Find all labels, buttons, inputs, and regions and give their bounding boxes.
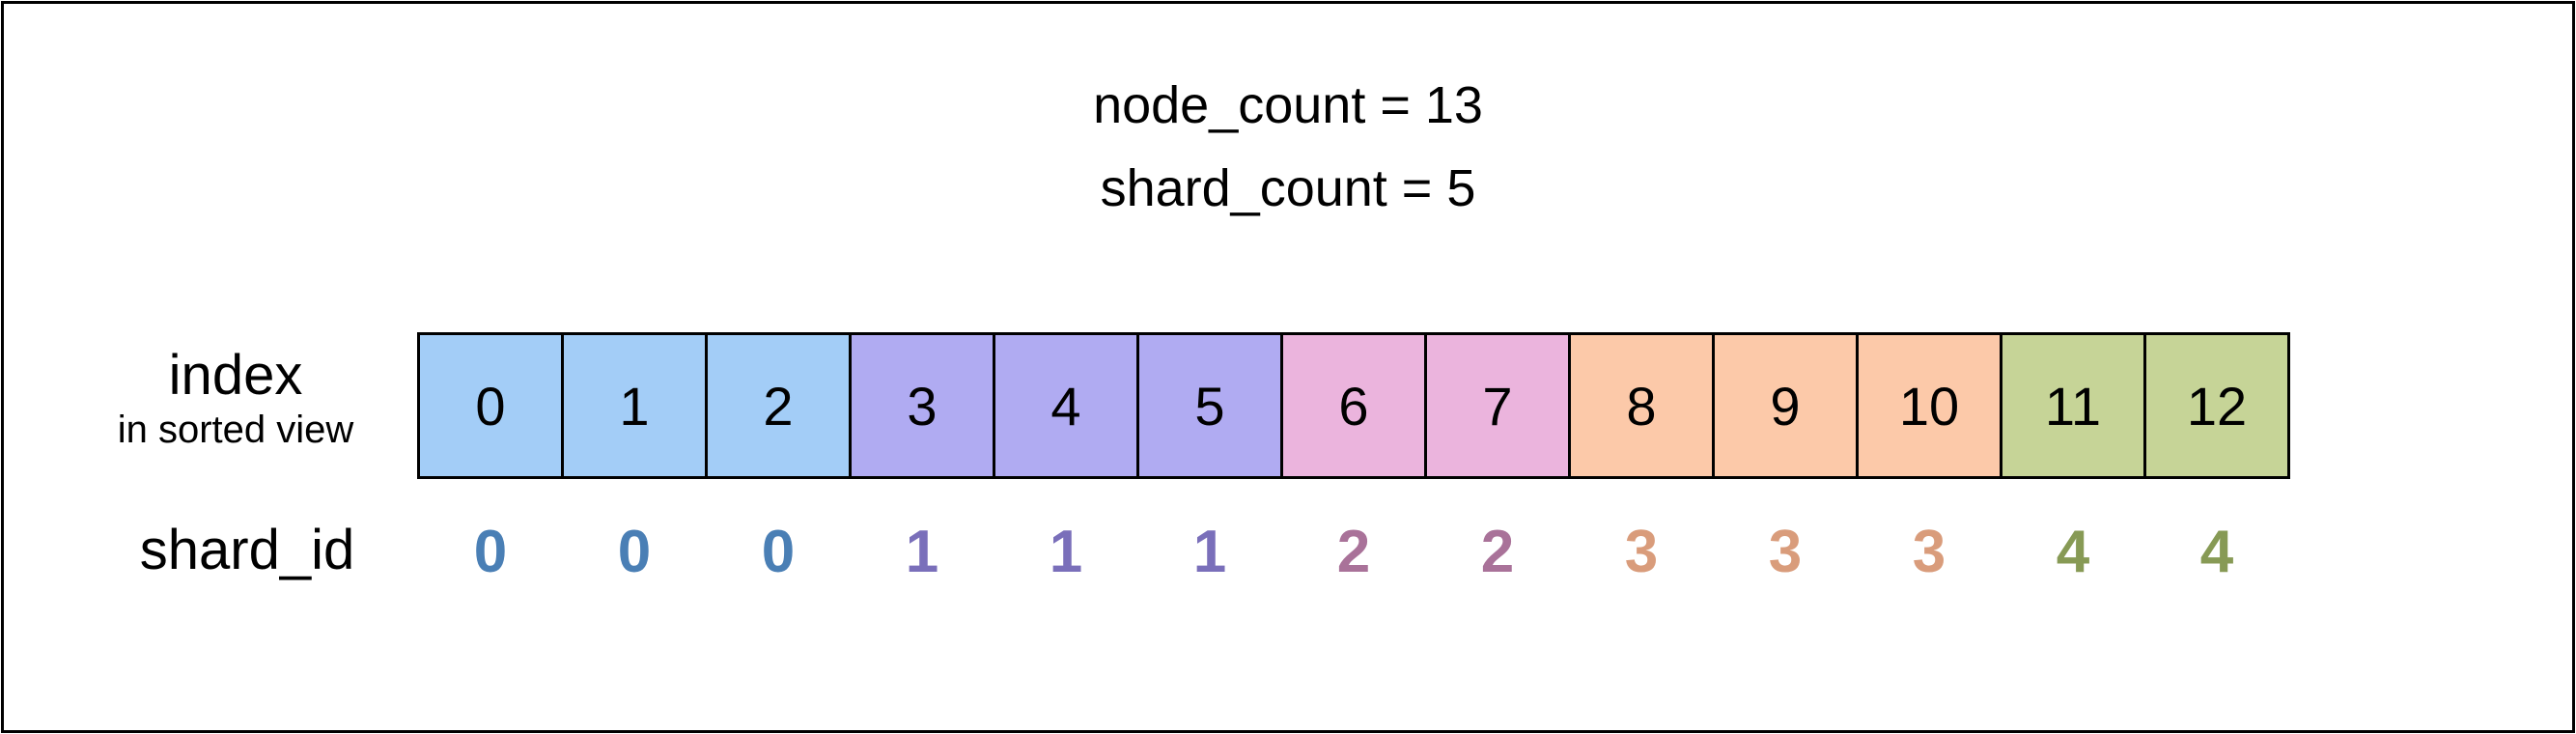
shard-id-value: 4 bbox=[2056, 519, 2090, 585]
shard-id-value: 1 bbox=[1192, 519, 1227, 585]
node-count-label: node_count = 13 bbox=[1093, 76, 1483, 134]
index-cell: 10 bbox=[1856, 332, 2002, 479]
shard-id-value: 3 bbox=[1624, 519, 1659, 585]
index-sublabel: in sorted view bbox=[117, 409, 354, 451]
shard-id-row-label: shard_id bbox=[139, 519, 355, 581]
shard-id-value: 0 bbox=[617, 519, 652, 585]
index-cell: 1 bbox=[561, 332, 708, 479]
shard-id-value: 2 bbox=[1480, 519, 1515, 585]
index-cell: 11 bbox=[2000, 332, 2146, 479]
index-cell: 8 bbox=[1568, 332, 1715, 479]
index-cell: 9 bbox=[1712, 332, 1859, 479]
index-cell: 6 bbox=[1280, 332, 1427, 479]
shard-id-value: 1 bbox=[1049, 519, 1083, 585]
index-cell: 5 bbox=[1136, 332, 1283, 479]
shard-id-value: 2 bbox=[1336, 519, 1371, 585]
index-cell: 3 bbox=[849, 332, 995, 479]
index-cell: 2 bbox=[705, 332, 852, 479]
index-row-label: index in sorted view bbox=[62, 344, 409, 452]
index-cell: 12 bbox=[2143, 332, 2290, 479]
shard-id-value: 1 bbox=[905, 519, 939, 585]
shard-id-value: 3 bbox=[1912, 519, 1946, 585]
index-cell: 4 bbox=[993, 332, 1139, 479]
shard-count-label: shard_count = 5 bbox=[1100, 159, 1476, 217]
shard-id-row: 0 0 0 1 1 1 2 2 3 3 3 4 4 bbox=[417, 514, 2287, 591]
shard-id-value: 4 bbox=[2199, 519, 2234, 585]
parameters: node_count = 13 shard_count = 5 bbox=[4, 64, 2572, 230]
index-cell: 0 bbox=[417, 332, 564, 479]
index-cell: 7 bbox=[1424, 332, 1571, 479]
index-label: index bbox=[168, 344, 303, 407]
shard-id-value: 3 bbox=[1768, 519, 1803, 585]
shard-id-value: 0 bbox=[473, 519, 508, 585]
shard-id-value: 0 bbox=[761, 519, 796, 585]
